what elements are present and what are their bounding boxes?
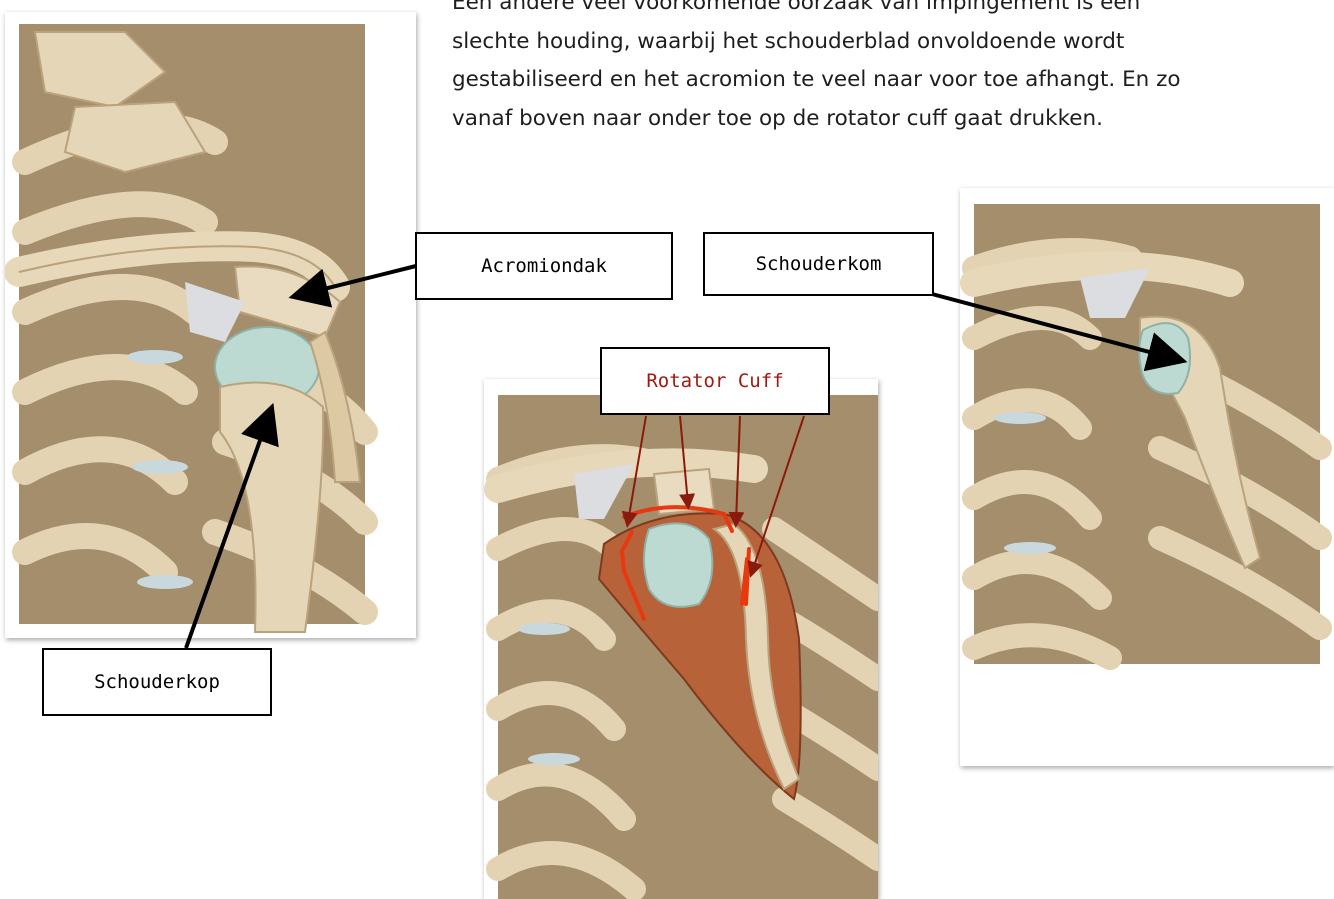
shoulder-front-illustration [5, 12, 416, 638]
rotator-cuff-label: Rotator Cuff [600, 347, 830, 415]
shoulder-socket-illustration [960, 188, 1334, 766]
paragraph-line: slechte houding, waarbij het schouderbla… [452, 23, 1332, 62]
body-paragraph: Een andere veel voorkomende oorzaak van … [452, 0, 1332, 138]
paragraph-line: vanaf boven naar onder toe op de rotator… [452, 100, 1332, 139]
rotator-cuff-illustration [484, 379, 878, 899]
paragraph-line: gestabiliseerd en het acromion te veel n… [452, 61, 1332, 100]
schouderkom-label: Schouderkom [703, 232, 934, 296]
rotator-cuff-drawing [484, 379, 878, 899]
skeleton-drawing [5, 12, 416, 638]
socket-drawing [960, 188, 1334, 766]
paragraph-line: Een andere veel voorkomende oorzaak van … [452, 0, 1332, 23]
acromiondak-label: Acromiondak [415, 232, 673, 300]
schouderkop-label: Schouderkop [42, 648, 272, 716]
